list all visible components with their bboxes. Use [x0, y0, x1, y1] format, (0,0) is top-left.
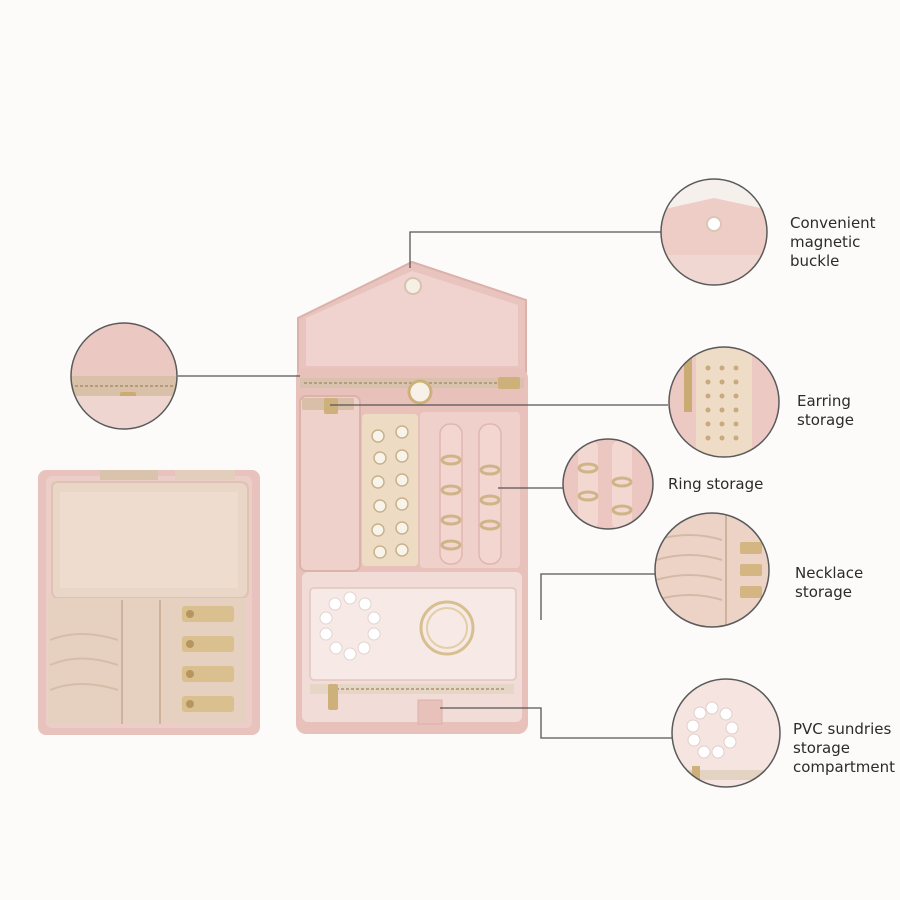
- necklace-detail-circle: [654, 512, 770, 628]
- ring-detail-circle: [562, 438, 654, 530]
- label-pvc-compartment: PVC sundries storage compartment: [793, 720, 896, 776]
- folded-organizer-view: [38, 470, 260, 735]
- pearl-bracelet: [319, 591, 381, 661]
- open-organizer-view: [296, 260, 528, 734]
- necklace-tabs: [182, 606, 234, 712]
- magnetic-buckle-icon: [404, 277, 422, 295]
- label-magnetic-buckle: Convenient magnetic buckle: [790, 214, 876, 270]
- earring-detail-circle: [668, 346, 780, 458]
- callout-lines: [178, 231, 672, 739]
- magnet-icon: [706, 216, 722, 232]
- buckle-detail-circle: [660, 178, 768, 286]
- label-ring-storage: Ring storage: [668, 475, 764, 493]
- label-necklace-storage: Necklace storage: [795, 564, 864, 601]
- pvc-detail-circle: [671, 678, 781, 788]
- label-earring-storage: Earring storage: [797, 392, 854, 429]
- zipper-detail-circle: [70, 322, 178, 430]
